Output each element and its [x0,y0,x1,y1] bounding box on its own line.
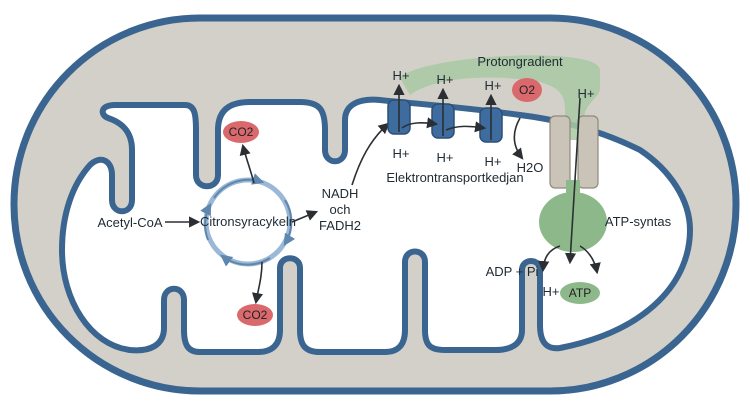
h-plus-top-1: H+ [393,68,410,83]
proton-gradient-band [400,55,600,140]
adp-pi-label: ADP + Pi [486,264,539,279]
cycle-to-nadh-arrow [291,210,319,223]
atp-synthase-label: ATP-syntas [605,214,672,229]
fadh2-label: FADH2 [319,218,361,233]
etc-label: Elektrontransportkedjan [386,170,523,185]
h-plus-bottom-2: H+ [437,150,454,165]
synthase-right-arrow [579,245,601,275]
co2-bottom-label: CO2 [243,308,268,322]
h-plus-top-2: H+ [437,72,454,87]
atp-pill [560,282,600,304]
krebs-cycle-label: Citronsyracykeln [200,214,296,229]
o2-label: O2 [519,83,535,97]
co2-bottom-arrow [251,261,263,305]
co2-top-label: CO2 [229,125,254,139]
inner-membrane [59,96,693,355]
o2-pill [512,78,542,102]
nadh-label: NADH [322,186,359,201]
o2-to-h2o-arrow [512,117,524,160]
co2-top-arrow [239,143,255,184]
acetyl-coa-label: Acetyl-CoA [97,215,162,230]
proton-gradient-label: Protongradient [477,54,563,69]
h-plus-top-3: H+ [485,78,502,93]
och-label: och [330,202,351,217]
nadh-to-etc-arrow [351,122,390,186]
h-plus-bottom-3: H+ [485,154,502,169]
h-plus-synthase-bottom: H+ [543,284,560,299]
synthase-left-arrow [538,245,561,273]
co2-top-pill [223,121,259,143]
krebs-cycle [200,173,296,267]
h-plus-synthase-top: H+ [578,86,595,101]
atp-label: ATP [569,286,591,300]
atp-synthase-proton-arrow [564,97,581,265]
h-plus-bottom-1: H+ [393,146,410,161]
h2o-label: H2O [517,160,544,175]
co2-bottom-pill [237,304,273,326]
